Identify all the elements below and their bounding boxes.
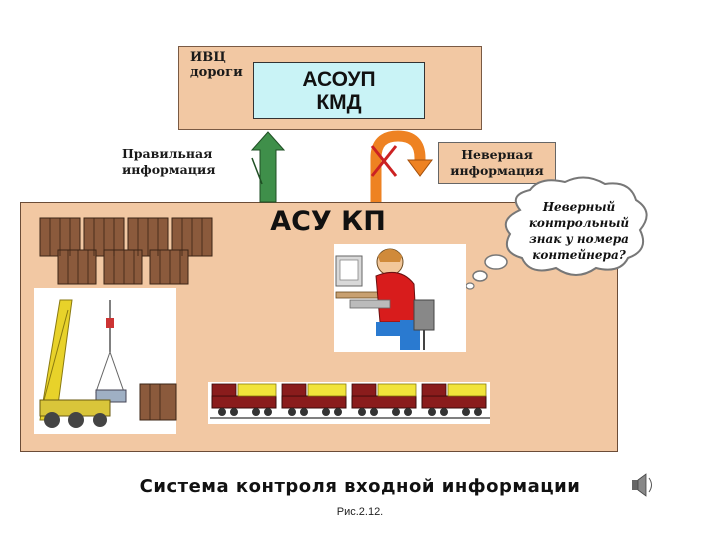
thought-line-1: Неверный — [542, 200, 616, 214]
operator-scene — [334, 244, 466, 352]
ivc-label: ИВЦ дороги — [190, 50, 260, 80]
thought-bubble-text: Неверный контрольный знак у номера конте… — [520, 199, 638, 263]
asoup-line-1: АСОУП — [302, 67, 376, 91]
thought-line-4: контейнера? — [532, 248, 626, 262]
figure-number: Рис.2.12. — [336, 506, 384, 518]
asu-kp-title: АСУ КП — [270, 206, 386, 237]
thought-line-2: контрольный — [528, 216, 630, 230]
container-stack — [39, 217, 213, 285]
wrong-info-box: Неверная информация — [438, 142, 556, 184]
ivc-label-line-1: ИВЦ — [190, 50, 226, 65]
orange-uturn-arrow — [370, 130, 433, 202]
asoup-line-2: КМД — [316, 90, 362, 114]
asoup-kmd-box: АСОУП КМД — [253, 62, 425, 119]
ivc-label-line-2: дороги — [190, 65, 243, 80]
correct-info-line-2: информация — [122, 162, 216, 177]
wrong-info-line-1: Неверная — [461, 147, 533, 162]
crane-scene — [34, 288, 177, 434]
correct-info-label: Правильная информация — [122, 146, 232, 178]
wrong-info-line-2: информация — [450, 163, 544, 178]
diagram-caption: Система контроля входной информации — [139, 476, 581, 497]
correct-info-line-1: Правильная — [122, 146, 213, 161]
green-up-arrow — [250, 131, 286, 203]
speaker-icon[interactable] — [632, 473, 652, 497]
rail-cars — [208, 382, 490, 424]
thought-line-3: знак у номера — [529, 232, 629, 246]
red-cross-icon — [370, 145, 398, 177]
thought-bubble — [465, 176, 648, 290]
